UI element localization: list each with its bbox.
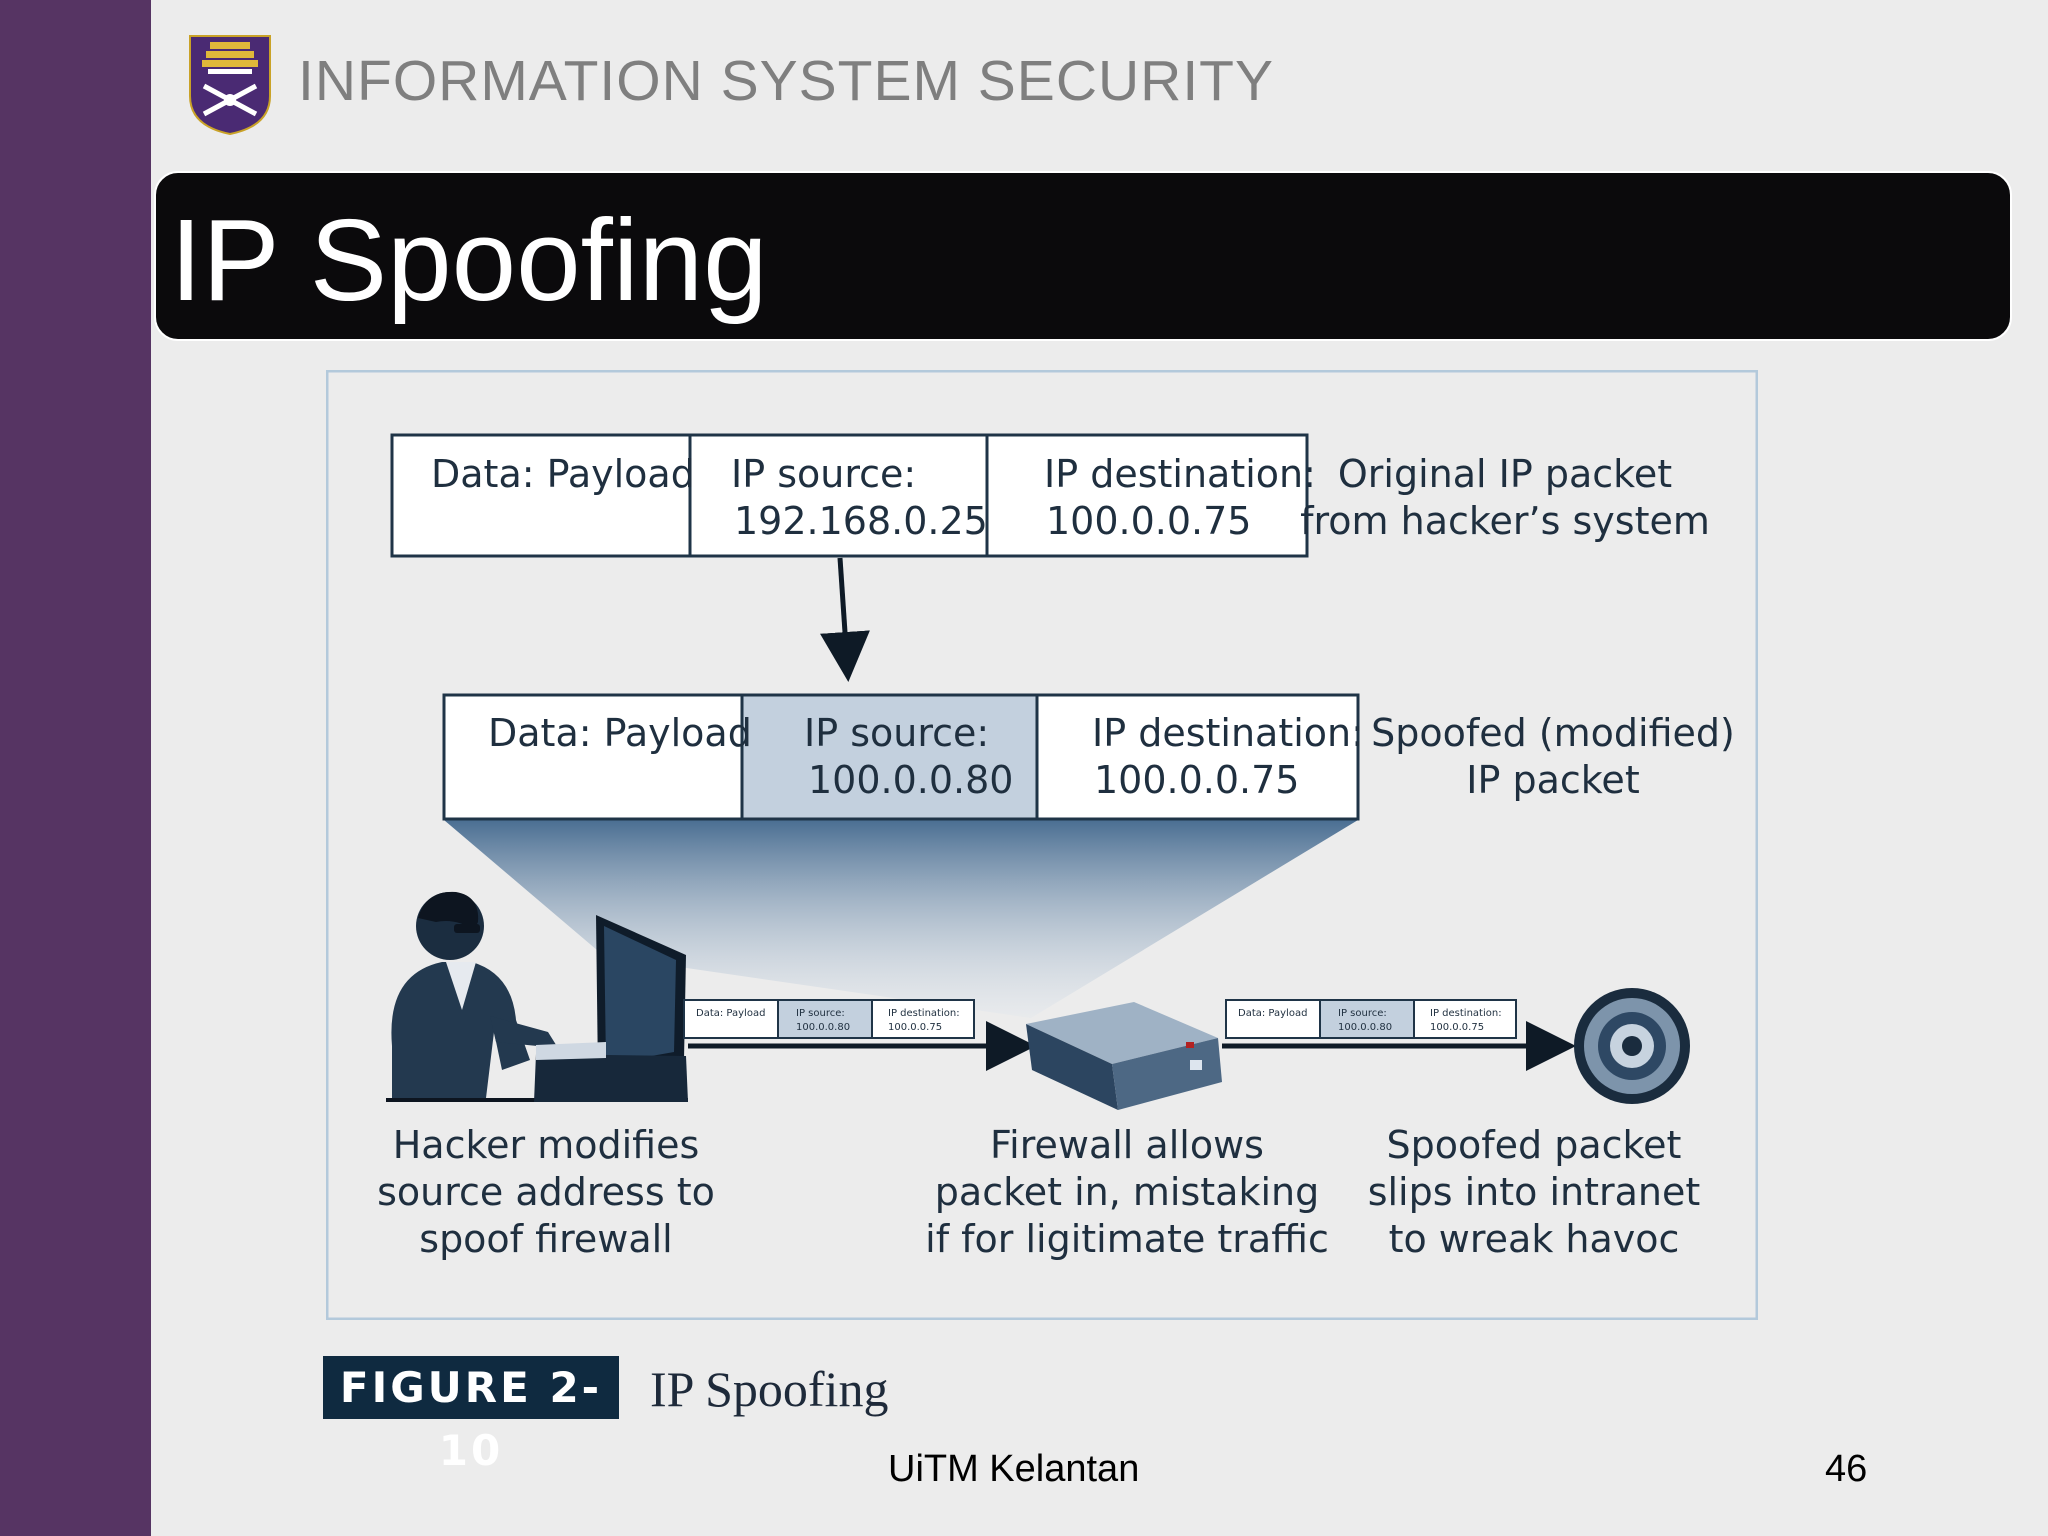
- spoofed-source-label: IP source:: [804, 711, 989, 755]
- original-caption-line1: Original IP packet: [1338, 452, 1672, 496]
- mini-right-payload: Data: Payload: [1238, 1008, 1307, 1019]
- mini-left-source-value: 100.0.0.80: [796, 1022, 850, 1033]
- figure-label: FIGURE 2-10: [323, 1356, 619, 1475]
- original-caption-line2: from hacker’s system: [1300, 499, 1710, 543]
- mini-right-source-label: IP source:: [1338, 1008, 1387, 1019]
- page-number: 46: [1825, 1448, 1868, 1490]
- original-dest-value: 100.0.0.75: [1046, 499, 1251, 543]
- mini-packet-right: [1225, 999, 1517, 1039]
- ip-spoofing-diagram: Data: Payload IP source: 192.168.0.25 IP…: [326, 370, 1758, 1320]
- firewall-caption-line2: packet in, mistaking: [935, 1170, 1319, 1214]
- spoofed-dest-value: 100.0.0.75: [1094, 758, 1299, 802]
- mini-right-dest-label: IP destination:: [1430, 1008, 1502, 1019]
- mini-left-payload: Data: Payload: [696, 1008, 765, 1019]
- hacker-caption-line3: spoof firewall: [419, 1217, 672, 1261]
- spoofed-payload: Data: Payload: [488, 711, 752, 755]
- footer-institution: UiTM Kelantan: [888, 1448, 1140, 1490]
- university-logo: [189, 35, 271, 136]
- spoofed-source-value: 100.0.0.80: [808, 758, 1013, 802]
- title-bar: [154, 171, 2012, 341]
- target-caption-line1: Spoofed packet: [1387, 1123, 1682, 1167]
- slide-title: IP Spoofing: [170, 195, 768, 325]
- target-caption-line3: to wreak havoc: [1389, 1217, 1680, 1261]
- mini-right-source-value: 100.0.0.80: [1338, 1022, 1392, 1033]
- course-title: INFORMATION SYSTEM SECURITY: [298, 49, 1274, 113]
- mini-left-dest-label: IP destination:: [888, 1008, 960, 1019]
- spoofed-packet: [442, 693, 1360, 821]
- original-dest-label: IP destination:: [1044, 452, 1316, 496]
- spoofed-dest-label: IP destination:: [1092, 711, 1364, 755]
- spoofed-caption-line2: IP packet: [1466, 758, 1639, 802]
- hacker-caption-line2: source address to: [377, 1170, 715, 1214]
- monitor-icon: [534, 915, 688, 1102]
- hacker-caption-line1: Hacker modifies: [393, 1123, 700, 1167]
- firewall-caption-line3: if for ligitimate traffic: [925, 1217, 1329, 1261]
- target-caption-line2: slips into intranet: [1368, 1170, 1701, 1214]
- firewall-icon: [1026, 1002, 1222, 1110]
- mini-right-dest-value: 100.0.0.75: [1430, 1022, 1484, 1033]
- mini-packet-left: [683, 999, 975, 1039]
- packet-beam: [444, 820, 1358, 1018]
- modify-arrow: [820, 557, 870, 682]
- mini-left-dest-value: 100.0.0.75: [888, 1022, 942, 1033]
- figure-caption: IP Spoofing: [650, 1361, 889, 1417]
- spoofed-caption-line1: Spoofed (modified): [1371, 711, 1735, 755]
- original-source-value: 192.168.0.25: [734, 499, 988, 543]
- target-icon: [1574, 988, 1690, 1104]
- mini-left-source-label: IP source:: [796, 1008, 845, 1019]
- firewall-caption-line1: Firewall allows: [990, 1123, 1264, 1167]
- sidebar-strip: [0, 0, 151, 1536]
- original-source-label: IP source:: [731, 452, 916, 496]
- original-payload: Data: Payload: [431, 452, 695, 496]
- original-packet: [390, 433, 1309, 558]
